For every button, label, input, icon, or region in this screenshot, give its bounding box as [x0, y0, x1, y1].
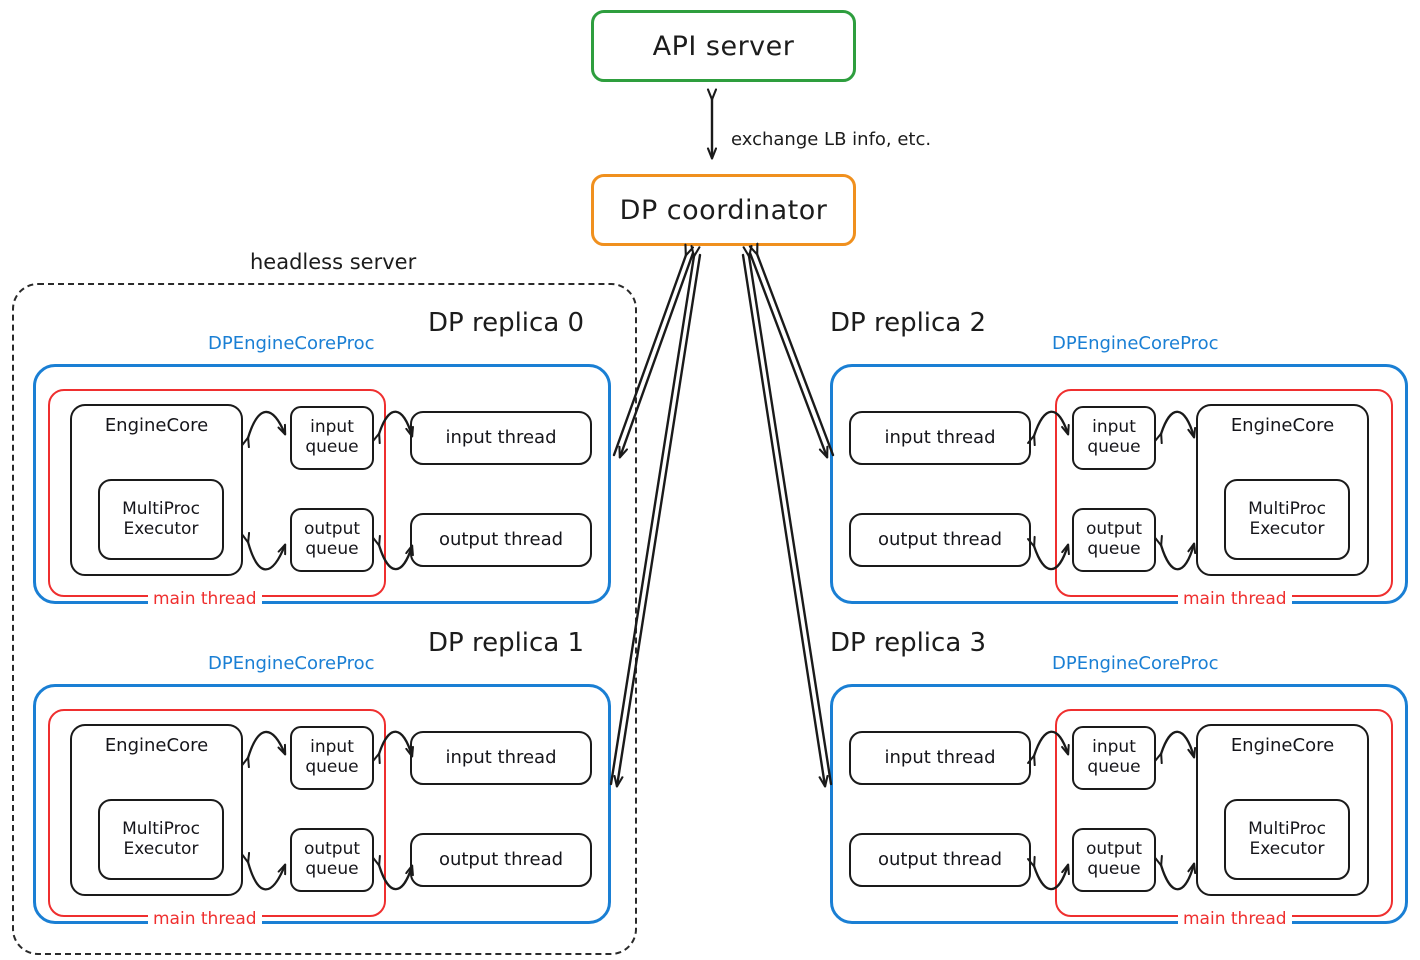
multiproc-line-2: Executor — [1249, 518, 1325, 539]
replica-2-title: DP replica 2 — [830, 308, 987, 338]
replica-3-multiproc-executor[interactable]: MultiProc Executor — [1224, 799, 1350, 880]
input-queue-line-2: queue — [305, 437, 359, 457]
api-server-node[interactable]: API server — [591, 10, 856, 82]
replica-0-engine-core[interactable]: EngineCore MultiProc Executor — [70, 404, 243, 576]
replica-1-engine-core-label: EngineCore — [104, 735, 209, 756]
replica-0-engine-core-label: EngineCore — [104, 415, 209, 436]
replica-3-input-thread[interactable]: input thread — [849, 731, 1031, 785]
replica-3-main-thread-label: main thread — [1178, 909, 1292, 929]
output-queue-line-2: queue — [1087, 539, 1141, 559]
arrow-coordinator-replica-2 — [748, 253, 835, 457]
input-queue-line-2: queue — [1087, 757, 1141, 777]
output-queue-line-1: output — [1085, 839, 1143, 860]
replica-1-main-thread-label: main thread — [148, 909, 262, 929]
replica-0-input-queue[interactable]: input queue — [290, 406, 374, 470]
replica-0-input-thread[interactable]: input thread — [410, 411, 592, 465]
output-queue-line-2: queue — [1087, 859, 1141, 879]
input-queue-line-1: input — [1092, 737, 1136, 758]
replica-1-multiproc-executor[interactable]: MultiProc Executor — [98, 799, 224, 880]
replica-0-output-queue[interactable]: output queue — [290, 508, 374, 572]
replica-3-output-thread[interactable]: output thread — [849, 833, 1031, 887]
dp-coordinator-node[interactable]: DP coordinator — [591, 174, 856, 246]
replica-1-title: DP replica 1 — [428, 628, 585, 658]
replica-0-multiproc-executor[interactable]: MultiProc Executor — [98, 479, 224, 560]
output-queue-line-2: queue — [305, 859, 359, 879]
replica-2-engine-core-label: EngineCore — [1230, 415, 1335, 436]
input-thread-label: input thread — [884, 746, 996, 768]
input-queue-line-2: queue — [305, 757, 359, 777]
replica-1-input-queue[interactable]: input queue — [290, 726, 374, 790]
output-thread-label: output thread — [438, 528, 564, 550]
replica-2-input-queue[interactable]: input queue — [1072, 406, 1156, 470]
replica-2-input-thread[interactable]: input thread — [849, 411, 1031, 465]
replica-1-proc-label: DPEngineCoreProc — [208, 653, 375, 674]
multiproc-line-1: MultiProc — [122, 498, 200, 519]
replica-2-output-thread[interactable]: output thread — [849, 513, 1031, 567]
multiproc-line-2: Executor — [123, 838, 199, 859]
replica-3-engine-core-label: EngineCore — [1230, 735, 1335, 756]
api-server-label: API server — [652, 30, 795, 62]
replica-3-title: DP replica 3 — [830, 628, 987, 658]
replica-1-engine-core[interactable]: EngineCore MultiProc Executor — [70, 724, 243, 896]
replica-2-main-thread-label: main thread — [1178, 589, 1292, 609]
input-thread-label: input thread — [445, 426, 557, 448]
input-queue-line-1: input — [1092, 417, 1136, 438]
multiproc-line-1: MultiProc — [1248, 498, 1326, 519]
replica-2-output-queue[interactable]: output queue — [1072, 508, 1156, 572]
replica-2-multiproc-executor[interactable]: MultiProc Executor — [1224, 479, 1350, 560]
arrow-coordinator-replica-3 — [741, 255, 833, 786]
replica-1-output-queue[interactable]: output queue — [290, 828, 374, 892]
multiproc-line-2: Executor — [123, 518, 199, 539]
replica-1-input-thread[interactable]: input thread — [410, 731, 592, 785]
replica-0-main-thread-label: main thread — [148, 589, 262, 609]
multiproc-line-2: Executor — [1249, 838, 1325, 859]
input-thread-label: input thread — [445, 746, 557, 768]
output-queue-line-1: output — [303, 519, 361, 540]
replica-0-output-thread[interactable]: output thread — [410, 513, 592, 567]
replica-2-proc-label: DPEngineCoreProc — [1052, 333, 1219, 354]
output-queue-line-1: output — [1085, 519, 1143, 540]
output-queue-line-1: output — [303, 839, 361, 860]
output-thread-label: output thread — [877, 528, 1003, 550]
input-queue-line-2: queue — [1087, 437, 1141, 457]
replica-1-output-thread[interactable]: output thread — [410, 833, 592, 887]
replica-0-proc-label: DPEngineCoreProc — [208, 333, 375, 354]
replica-3-input-queue[interactable]: input queue — [1072, 726, 1156, 790]
input-queue-line-1: input — [310, 737, 354, 758]
replica-2-engine-core[interactable]: EngineCore MultiProc Executor — [1196, 404, 1369, 576]
input-queue-line-1: input — [310, 417, 354, 438]
replica-0-title: DP replica 0 — [428, 308, 585, 338]
input-thread-label: input thread — [884, 426, 996, 448]
multiproc-line-1: MultiProc — [122, 818, 200, 839]
replica-3-output-queue[interactable]: output queue — [1072, 828, 1156, 892]
output-queue-line-2: queue — [305, 539, 359, 559]
replica-3-proc-label: DPEngineCoreProc — [1052, 653, 1219, 674]
replica-3-engine-core[interactable]: EngineCore MultiProc Executor — [1196, 724, 1369, 896]
dp-coordinator-label: DP coordinator — [619, 194, 828, 226]
output-thread-label: output thread — [877, 848, 1003, 870]
multiproc-line-1: MultiProc — [1248, 818, 1326, 839]
headless-server-label: headless server — [250, 250, 417, 274]
exchange-lb-info-label: exchange LB info, etc. — [731, 129, 932, 150]
output-thread-label: output thread — [438, 848, 564, 870]
